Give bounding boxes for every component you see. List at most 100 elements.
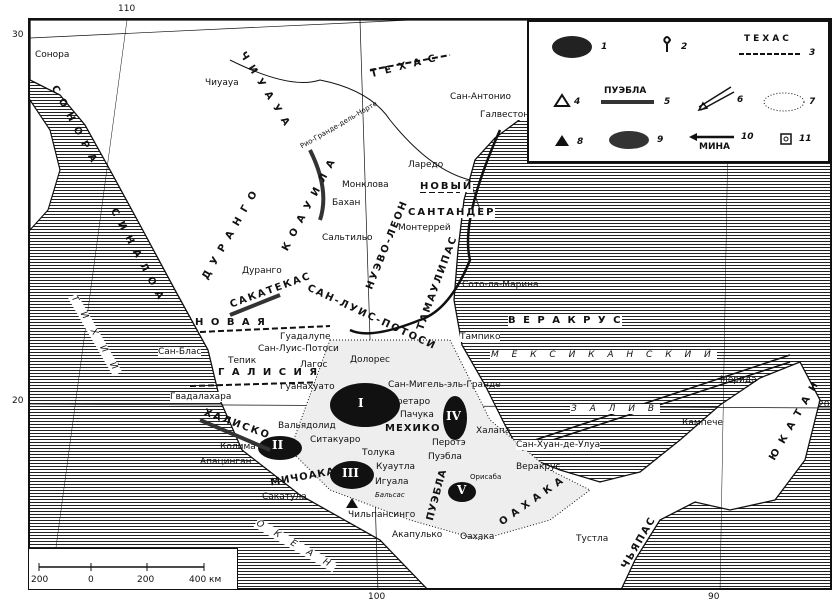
scale-line (38, 563, 205, 571)
state-boundary-hatched (199, 149, 326, 452)
legend-7: 7 (809, 97, 816, 107)
legend-6: 6 (737, 95, 744, 105)
city: Игуала (375, 477, 409, 487)
region-novaya: Н О В А Я (195, 317, 267, 328)
scale-0: 0 (88, 575, 94, 585)
city: Монклова (342, 180, 389, 190)
rio-grande (229, 59, 481, 211)
center-label-3: III (342, 466, 359, 480)
city: Мерида (720, 375, 757, 385)
city: Гуадалупе (280, 332, 331, 342)
city: Керетаро (385, 397, 431, 407)
legend: 1 2 ТЕХАС 3 4 ПУЭБЛА 5 6 7 8 9 МИНА 10 1… (527, 20, 830, 163)
region-veracruz: В Е Р А К Р У С (508, 315, 623, 326)
lon-90-label: 90 (708, 592, 720, 602)
city: Оахака (460, 532, 495, 542)
legend-1: 1 (601, 42, 608, 52)
city: Колима (220, 442, 256, 452)
center-2 (258, 436, 302, 460)
map-land (30, 20, 830, 588)
lat-20-left-label: 20 (12, 396, 24, 406)
legend-2: 2 (681, 42, 688, 52)
city: Перотэ (432, 438, 466, 448)
city: Халапа (476, 426, 511, 436)
legend-10: 10 (741, 132, 754, 142)
city: Сакатула (262, 492, 307, 502)
legend-puebla: ПУЭБЛА (604, 86, 647, 96)
city: Сан-Блас (158, 347, 202, 357)
city: Сан-Мигель-эль-Гранде (388, 380, 501, 390)
city: Лагос (300, 360, 328, 370)
region-mexico: МЕХИКО (385, 423, 441, 434)
city: Тепик (228, 356, 257, 366)
city: Сан-Антонио (450, 92, 511, 102)
legend-9: 9 (657, 135, 664, 145)
mina-route (349, 129, 502, 335)
region-santander: САНТАНДЕР (408, 207, 496, 218)
scale-bar: 200 0 200 400 км (28, 548, 238, 590)
city: Долорес (350, 355, 390, 365)
city: Чильпансинго (348, 510, 416, 520)
city: Бахан (332, 198, 361, 208)
city: Ларедо (408, 160, 444, 170)
center-4 (443, 396, 467, 440)
baja-california (30, 98, 61, 231)
city: Тампико (460, 332, 501, 342)
lon-110-label: 110 (118, 4, 136, 14)
center-3 (330, 461, 374, 489)
city: Ситакуаро (310, 435, 361, 445)
city: Монтеррей (398, 223, 451, 233)
center-label-5: V (457, 483, 467, 497)
border-dashed (189, 54, 460, 387)
center-1 (330, 383, 400, 427)
legend-5: 5 (664, 97, 671, 107)
city: Акапулько (392, 530, 443, 540)
scale-200: 200 (137, 575, 155, 585)
battle-marker (346, 498, 358, 508)
city: Орисаба (470, 473, 502, 481)
lon-110 (50, 20, 128, 588)
mainland (30, 20, 821, 588)
city: Сан-Хуан-де-Улуа (516, 440, 601, 450)
legend-8: 8 (577, 137, 584, 147)
city: Кампече (682, 418, 723, 428)
region-galicia: Г А Л И С И Я (218, 367, 320, 378)
city: Сальтильо (322, 233, 373, 243)
city: Тустла (576, 534, 609, 544)
city: Галвестон (480, 110, 530, 120)
city: Толука (362, 448, 396, 458)
center-5 (448, 482, 476, 502)
gulf-label-2: З А Л И В (570, 404, 661, 414)
lat-30-label: 30 (12, 30, 24, 40)
city: Гвадалахара (170, 392, 232, 402)
region-novy: НОВЫЙ (420, 181, 474, 192)
legend-symbols (552, 36, 805, 149)
scale-400: 400 км (189, 575, 222, 585)
city: Сото-ла-Марина (462, 280, 539, 290)
gulf-label-1: М Е К С И К А Н С К И Й (490, 350, 717, 360)
city: Веракрус (516, 462, 561, 472)
city: Сонора (35, 50, 70, 60)
city: Вальядолид (278, 421, 336, 431)
river-balsas: Бальсас (375, 491, 405, 499)
city: Дуранго (242, 266, 282, 276)
city: Гуанахуато (280, 382, 335, 392)
city: Сан-Луис-Потоси (258, 344, 339, 354)
gulf-california-land (90, 80, 130, 130)
center-label-4: IV (446, 409, 461, 423)
scale-200-left: 200 (31, 575, 49, 585)
center-label-2: II (272, 438, 284, 452)
lat-20-right-label: 20 (818, 400, 830, 410)
city: Апацинган (200, 457, 252, 467)
legend-3: 3 (809, 48, 816, 58)
legend-11: 11 (799, 134, 812, 144)
city: Чиуауа (205, 78, 239, 88)
center-label-1: I (358, 396, 364, 410)
city: Куаутла (376, 462, 416, 472)
legend-texas: ТЕХАС (744, 34, 792, 44)
city: Пуэбла (428, 452, 462, 462)
city: Пачука (400, 410, 434, 420)
legend-4: 4 (574, 97, 581, 107)
legend-mina: МИНА (699, 142, 730, 152)
lon-100-label: 100 (368, 592, 386, 602)
